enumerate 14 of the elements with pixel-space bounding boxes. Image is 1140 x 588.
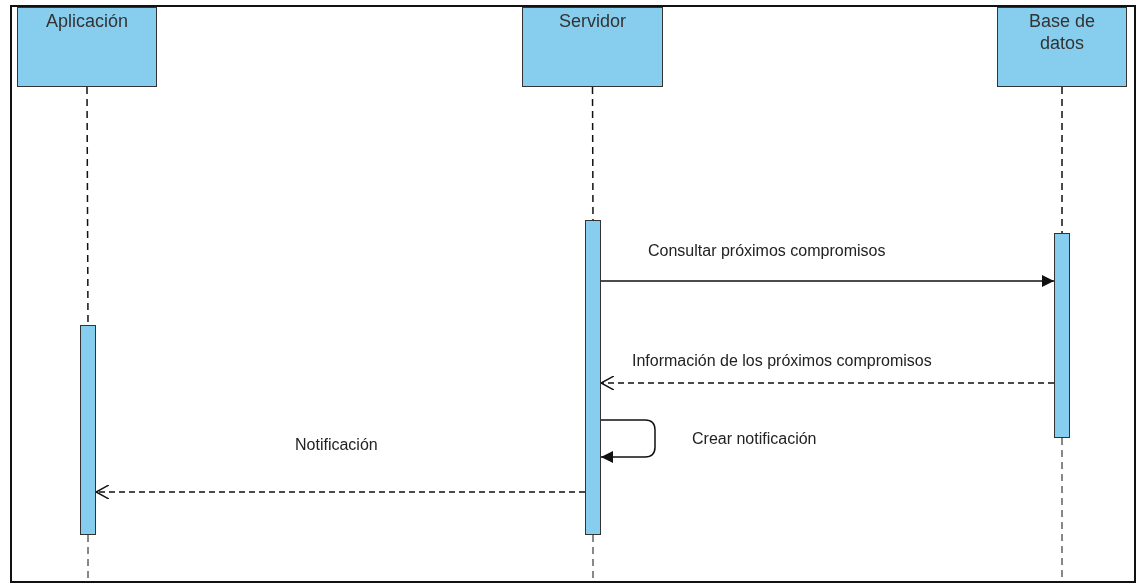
edge-label: Consultar próximos compromisos bbox=[646, 242, 888, 260]
lifeline-header-box: Aplicación bbox=[17, 7, 157, 87]
lifeline-header-box: Base de datos bbox=[997, 7, 1127, 87]
lifeline bbox=[591, 86, 594, 221]
message-arrow bbox=[600, 275, 1055, 287]
return-message-arrow bbox=[600, 375, 1055, 391]
activation-bar bbox=[1054, 233, 1070, 438]
activation-bar bbox=[585, 220, 601, 535]
return-message-arrow bbox=[95, 484, 586, 500]
lifeline-header-box: Servidor bbox=[522, 7, 663, 87]
activation-bar bbox=[80, 325, 96, 535]
lifeline bbox=[1061, 86, 1063, 234]
self-message-arrow bbox=[600, 419, 656, 463]
edge-label: Información de los próximos compromisos bbox=[630, 352, 934, 370]
